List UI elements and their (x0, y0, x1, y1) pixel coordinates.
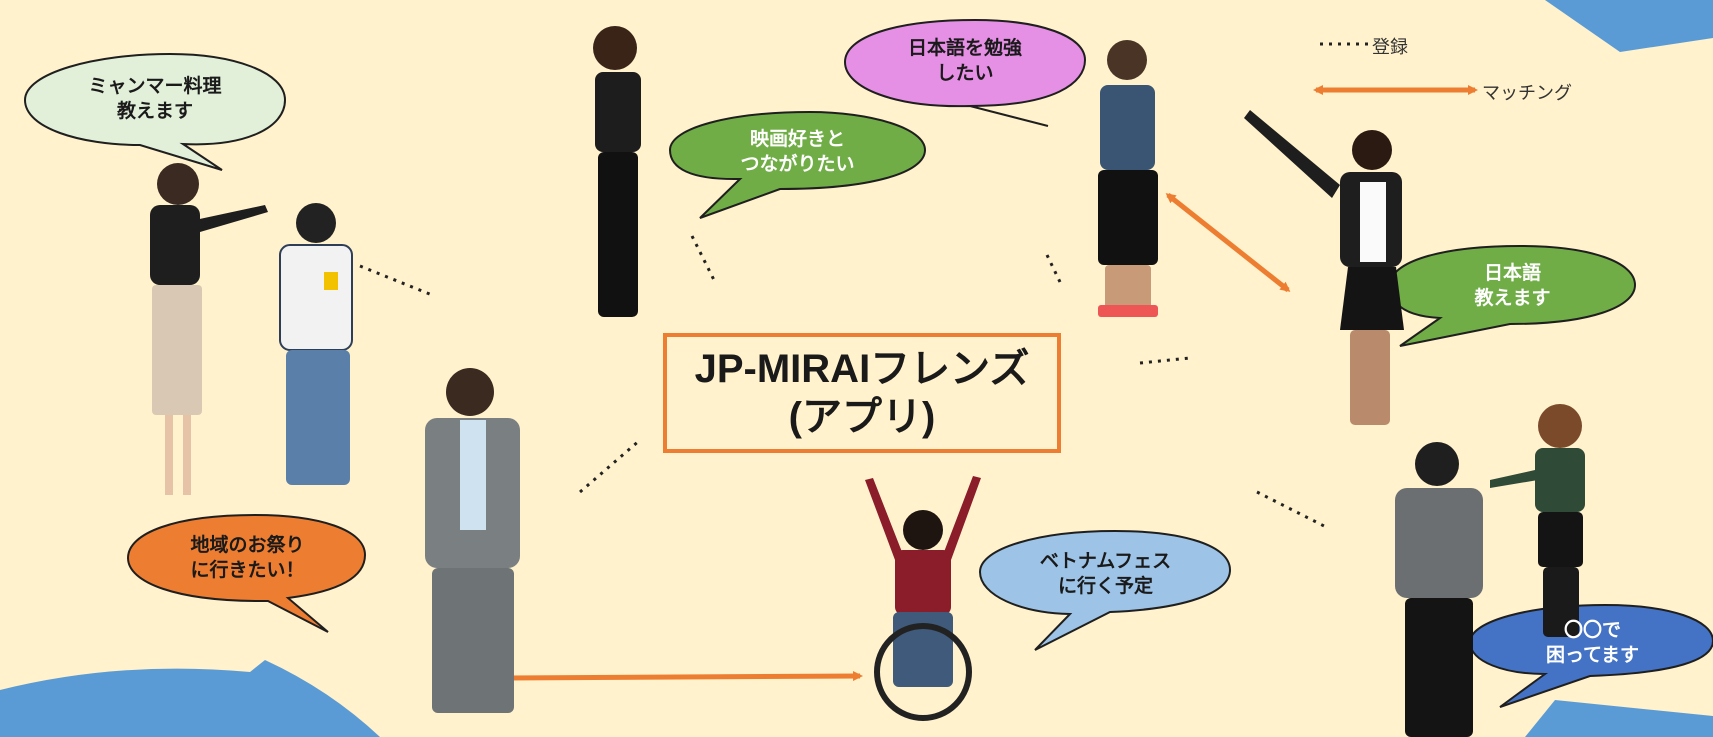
matching-arrow-japanese (1165, 193, 1291, 292)
helper-arm (1490, 470, 1538, 488)
boy-jeans (286, 350, 350, 485)
person-man-suit (425, 368, 520, 713)
wc-wheel (874, 623, 972, 721)
bubble-vietnam-line2: に行く予定 (1057, 575, 1153, 597)
app-title-line1: JP-MIRAIフレンズ (694, 347, 1030, 391)
woman-right-head (1107, 40, 1147, 80)
mother-head (157, 163, 199, 205)
bubble-trouble-line1: 〇〇で (1563, 619, 1621, 641)
person-woman-teacher (1244, 110, 1404, 425)
app-title-box: JP-MIRAIフレンズ (アプリ) (663, 333, 1061, 453)
woman-top-vest (595, 72, 641, 152)
corner-top-right (1545, 0, 1713, 52)
helper-head (1538, 404, 1582, 448)
woman-top-head (593, 26, 637, 70)
reg-line-mother (359, 264, 433, 297)
mother-leg-left (165, 415, 173, 495)
mother-top (150, 205, 200, 285)
mother-arm (195, 205, 268, 232)
woman-right-leggings (1098, 170, 1158, 265)
app-title-line2: (アプリ) (788, 395, 936, 439)
mother-skirt (152, 285, 202, 415)
bubble-vietnam-line1: ベトナムフェス (1039, 550, 1172, 572)
woman-right-shoes (1098, 305, 1158, 317)
bubble-movie-line2: つながりたい (740, 153, 855, 175)
bubble-study-text: 日本語を勉強 したい (860, 36, 1070, 86)
teacher-skirt (1340, 267, 1404, 330)
legend-matching-label: マッチング (1482, 83, 1572, 104)
troubled-head (1415, 442, 1459, 486)
troubled-jacket (1395, 488, 1483, 598)
boy-pocket (324, 272, 338, 290)
reg-line-teacher (1139, 356, 1191, 365)
bubble-festival (126, 513, 367, 633)
helper-legs (1543, 567, 1579, 637)
teacher-legs (1350, 330, 1390, 425)
person-helper-woman (1490, 404, 1585, 637)
person-boy (279, 203, 353, 485)
man-head (446, 368, 494, 416)
bubble-myanmar-line2: 教えます (116, 100, 193, 122)
person-troubled-man (1395, 442, 1483, 737)
bubble-festival-line2: に行きたい！ (190, 559, 305, 581)
bubble-vietnam-text: ベトナムフェス に行く予定 (998, 549, 1213, 599)
person-mother (150, 163, 268, 495)
man-shirt (460, 420, 486, 530)
matching-arrow-festival (503, 671, 863, 683)
corner-bottom-right (1525, 700, 1713, 737)
teacher-arm (1244, 110, 1340, 198)
woman-right-legs (1105, 265, 1151, 310)
person-wheelchair-woman (865, 476, 981, 721)
helper-top (1535, 448, 1585, 512)
reg-line-woman-right (1045, 254, 1062, 283)
registration-lines (359, 42, 1368, 530)
bubble-movie-line1: 映画好きと (749, 128, 845, 150)
wc-top (895, 550, 951, 615)
reg-line-woman-top (690, 235, 717, 283)
bubble-myanmar-text: ミャンマー料理 教えます (45, 74, 265, 124)
wc-head (903, 510, 943, 550)
person-woman-headache (1098, 40, 1158, 317)
bubble-study-japanese (843, 18, 1087, 127)
bubble-teach-text: 日本語 教えます (1405, 261, 1620, 311)
troubled-pants (1405, 598, 1473, 737)
bubble-vietnam (978, 529, 1232, 651)
bubble-trouble-line2: 困ってます (1545, 644, 1640, 666)
person-woman-standing-top (593, 26, 641, 317)
teacher-head (1352, 130, 1392, 170)
bubble-trouble-text: 〇〇で 困ってます (1485, 618, 1700, 668)
reg-line-man (579, 438, 641, 494)
woman-top-pants (598, 152, 638, 317)
bubble-myanmar (23, 52, 287, 171)
bubble-study-line2: したい (936, 62, 994, 84)
wc-arms (865, 476, 981, 560)
corner-bottom-left (0, 660, 380, 737)
boy-head (296, 203, 336, 243)
bubble-festival-line1: 地域のお祭り (190, 534, 305, 556)
woman-right-top (1100, 85, 1155, 170)
bubble-festival-text: 地域のお祭り に行きたい！ (140, 533, 355, 583)
legend-registration-label: 登録 (1372, 37, 1408, 58)
bubble-myanmar-line1: ミャンマー料理 (88, 75, 222, 97)
bubble-movie-text: 映画好きと つながりたい (690, 127, 905, 177)
bubble-movie (668, 110, 927, 219)
bubble-study-line1: 日本語を勉強 (907, 37, 1022, 59)
mother-leg-right (183, 415, 191, 495)
bubble-teach-line1: 日本語 (1483, 262, 1541, 284)
reg-line-troubled (1256, 490, 1329, 530)
helper-skirt (1538, 512, 1583, 567)
bubble-teach-line2: 教えます (1474, 287, 1551, 309)
man-pants (432, 568, 514, 713)
boy-shirt (279, 244, 353, 351)
teacher-shirt (1360, 182, 1386, 262)
